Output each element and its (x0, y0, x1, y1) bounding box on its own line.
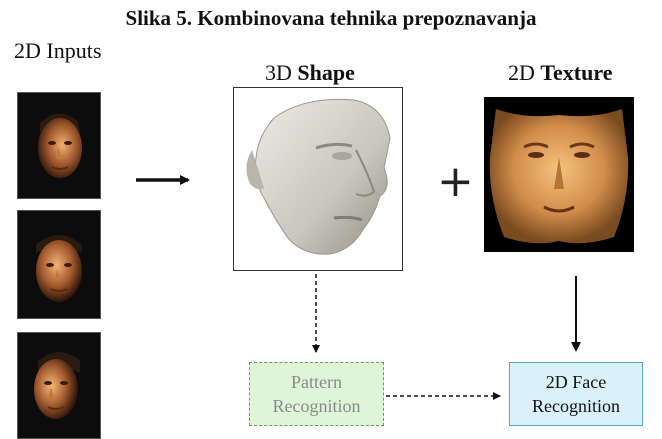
face-box-line2: Recognition (532, 396, 620, 416)
3d-shape-panel (233, 87, 403, 271)
face-recognition-box: 2D Face Recognition (509, 362, 643, 426)
inputs-label: 2D Inputs (14, 38, 102, 63)
texture-label-bold: Texture (540, 60, 613, 85)
texture-label-prefix: 2D (508, 60, 541, 85)
input-face-photo-icon (18, 333, 100, 438)
plus-sign: + (437, 156, 474, 207)
shape-label: 3D Shape (265, 60, 355, 86)
unwrapped-face-texture-icon (489, 109, 629, 244)
2d-texture-panel (484, 97, 634, 252)
input-face-photo-icon (18, 93, 100, 198)
input-photo-3 (17, 332, 101, 439)
pattern-box-line1: Pattern (291, 372, 342, 392)
texture-label: 2D Texture (508, 60, 613, 86)
shape-label-prefix: 3D (265, 60, 298, 85)
shape-label-bold: Shape (297, 60, 355, 85)
figure-title: Slika 5. Kombinovana tehnika prepoznavan… (125, 6, 537, 30)
pattern-recognition-box: Pattern Recognition (249, 362, 384, 426)
input-photo-2 (17, 210, 101, 319)
face-box-line1: 2D Face (545, 372, 607, 392)
input-photo-1 (17, 92, 101, 199)
input-face-photo-icon (18, 211, 100, 318)
pattern-box-line2: Recognition (272, 396, 361, 416)
3d-face-model-icon (246, 98, 391, 255)
